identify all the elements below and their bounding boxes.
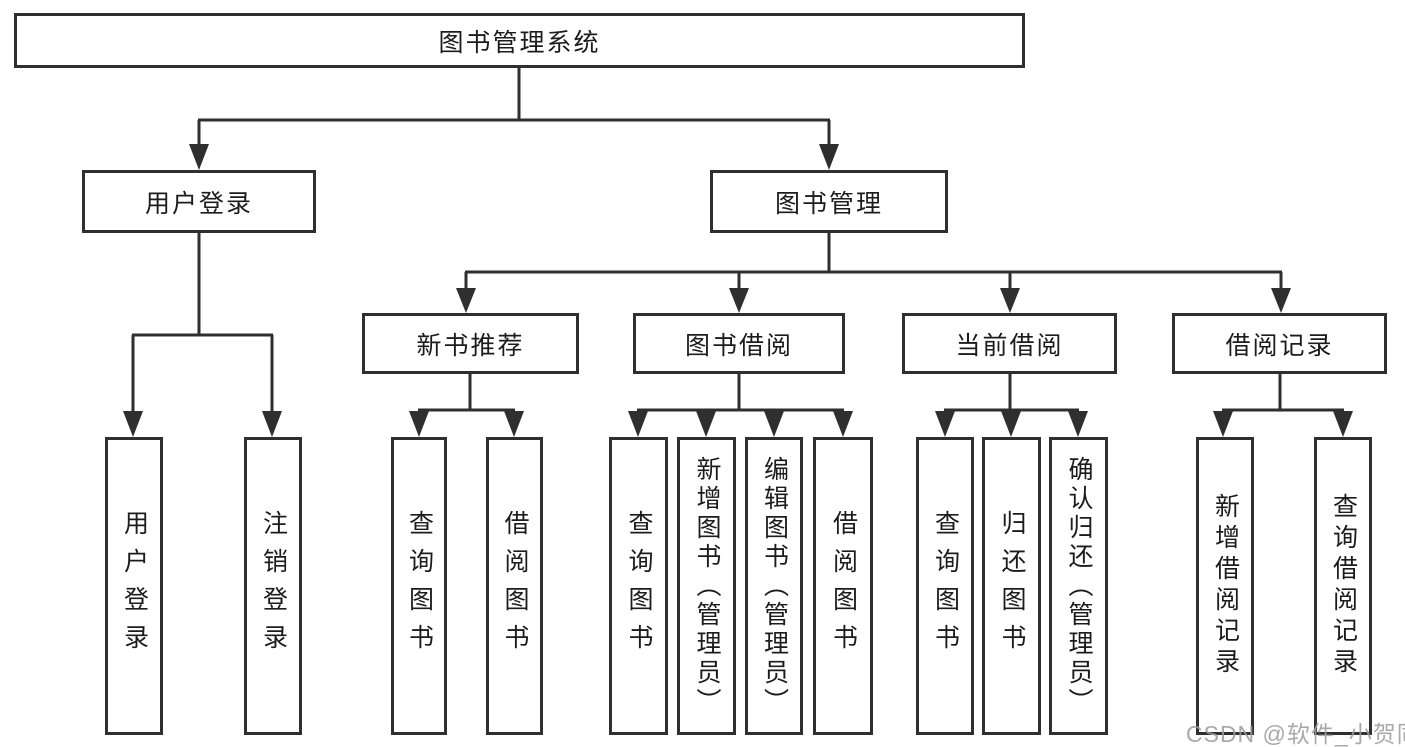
leaf-borrow-query-books: 查询图书 [609,437,668,735]
arrow-down-icon [833,411,853,437]
leaf-label: 确认归还（管理员） [1065,455,1093,717]
arrow-down-icon [189,144,209,170]
node-borrowing-records: 借阅记录 [1172,313,1387,374]
leaf-borrow-borrow-books: 借阅图书 [813,437,873,735]
arrow-down-icon [504,411,524,437]
node-book-borrowing: 图书借阅 [633,313,845,374]
arrow-down-icon [1271,288,1291,313]
arrow-down-icon [1001,411,1021,437]
leaf-label: 注销登录 [259,510,288,662]
leaf-label: 借阅图书 [501,510,529,662]
connector-borrow-records-children [1222,374,1344,412]
arrow-down-icon [729,288,749,313]
leaf-logout: 注销登录 [244,437,302,735]
leaf-label: 编辑图书（管理员） [760,455,789,717]
node-current-borrowing: 当前借阅 [902,313,1117,374]
leaf-label: 查询借阅记录 [1329,493,1358,679]
leaf-new-query-books: 查询图书 [391,437,447,735]
arrow-down-icon [1068,411,1088,437]
arrow-down-icon [123,411,143,437]
arrow-down-icon [1333,411,1353,437]
leaf-borrow-add-books-admin: 新增图书（管理员） [677,437,736,735]
connector-new-books-children [418,374,515,412]
arrow-down-icon [628,411,648,437]
leaf-records-add-record: 新增借阅记录 [1196,437,1254,735]
arrow-down-icon [409,411,429,437]
leaf-label: 借阅图书 [829,510,858,662]
leaf-label: 归还图书 [998,510,1026,662]
leaf-records-query-record: 查询借阅记录 [1314,437,1372,735]
leaf-label: 查询图书 [405,510,434,662]
csdn-watermark: CSDN @软件_小贺同学 [1186,721,1405,747]
node-root: 图书管理系统 [14,13,1025,68]
leaf-label: 新增借阅记录 [1211,493,1240,679]
node-new-book-recommendation: 新书推荐 [362,313,579,374]
connector-book-borrow-children [637,374,844,412]
arrow-down-icon [456,288,476,313]
arrow-down-icon [819,144,839,170]
leaf-label: 查询图书 [625,510,653,662]
leaf-label: 新增图书（管理员） [693,455,721,717]
arrow-down-icon [696,411,716,437]
leaf-user-login: 用户登录 [105,437,163,735]
arrow-down-icon [1213,411,1233,437]
leaf-label: 用户登录 [120,510,149,662]
leaf-current-confirm-return-admin: 确认归还（管理员） [1049,437,1108,735]
connector-root-to-level2 [197,68,831,146]
node-user-login: 用户登录 [82,170,316,233]
arrow-down-icon [935,411,955,437]
connector-current-borrow-children [944,374,1079,412]
arrow-down-icon [764,411,784,437]
leaf-label: 查询图书 [931,510,960,662]
leaf-current-query-books: 查询图书 [916,437,974,735]
leaf-borrow-edit-books-admin: 编辑图书（管理员） [745,437,803,735]
node-book-management: 图书管理 [710,170,948,233]
connector-book-management-children [464,233,1283,290]
arrow-down-icon [262,411,282,437]
connector-user-login-children [131,233,274,413]
leaf-current-return-books: 归还图书 [982,437,1041,735]
leaf-new-borrow-books: 借阅图书 [486,437,543,735]
arrow-down-icon [1000,288,1020,313]
